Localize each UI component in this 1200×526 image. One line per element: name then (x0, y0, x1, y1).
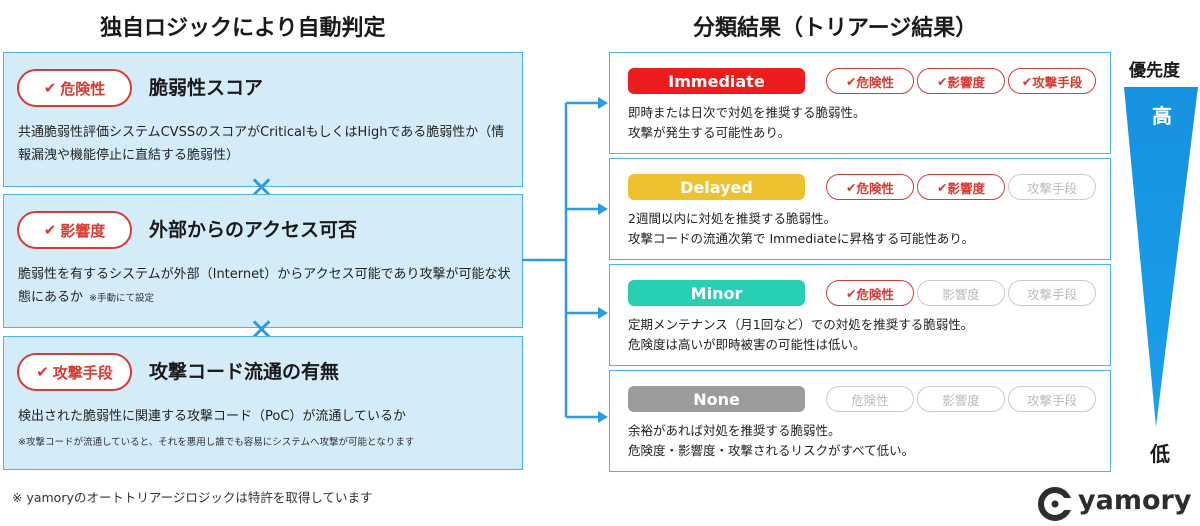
tag-impact: ✔影響度 (917, 280, 1005, 306)
tag-severity: ✔危険性 (826, 386, 914, 412)
result-box-none: None ✔危険性 ✔影響度 ✔攻撃手段 余裕があれば対処を推奨する脆弱性。 危… (609, 370, 1111, 472)
check-icon: ✔ (846, 285, 857, 301)
impact-chip: ✔ 影響度 (17, 211, 132, 249)
tag-exploit: ✔攻撃手段 (1008, 280, 1096, 306)
criteria-note: ※攻撃コードが流通していると、それを悪用し誰でも容易にシステムへ攻撃が可能となり… (18, 437, 415, 448)
result-pill: Minor (628, 280, 805, 306)
check-icon: ✔ (937, 73, 948, 89)
criteria-title: 脆弱性スコア (149, 77, 264, 99)
arrow-head-icon (598, 203, 608, 215)
check-icon: ✔ (43, 221, 57, 239)
connector-arrows (522, 97, 608, 423)
tag-label: 危険性 (856, 180, 894, 196)
result-line: 危険度は高いが即時被害の可能性は低い。 (628, 337, 866, 352)
criteria-note: ※手動にて設定 (89, 293, 154, 304)
tag-label: 攻撃手段 (1032, 74, 1083, 90)
result-description: 即時または日次で対処を推奨する脆弱性。 攻撃が発生する可能性あり。 (628, 103, 1098, 143)
exploit-chip-label: 攻撃手段 (52, 363, 113, 382)
criteria-description: 共通脆弱性評価システムCVSSのスコアがCriticalもしくはHighである脆… (18, 125, 505, 163)
tag-severity: ✔危険性 (826, 68, 914, 94)
result-line: 即時または日次で対処を推奨する脆弱性。 (628, 105, 866, 120)
severity-chip-label: 危険性 (60, 79, 106, 98)
tag-impact: ✔影響度 (917, 174, 1005, 200)
criteria-description: 脆弱性を有するシステムが外部（Internet）からアクセス可能であり攻撃が可能… (18, 263, 513, 310)
patent-footnote: ※ yamoryのオートトリアージロジックは特許を取得しています (12, 490, 373, 505)
result-pill: None (628, 386, 805, 412)
criteria-box-severity: ✔ 危険性 脆弱性スコア 共通脆弱性評価システムCVSSのスコアがCritica… (3, 52, 523, 187)
result-pill: Immediate (628, 68, 805, 94)
tag-exploit: ✔攻撃手段 (1008, 68, 1096, 94)
tag-impact: ✔影響度 (917, 386, 1005, 412)
arrow-head-icon (598, 411, 608, 423)
result-description: 余裕があれば対処を推奨する脆弱性。 危険度・影響度・攻撃されるリスクがすべて低い… (628, 421, 1098, 461)
check-icon: ✔ (1021, 73, 1033, 89)
priority-wedge (1124, 87, 1198, 427)
result-description: 2週間以内に対処を推奨する脆弱性。 攻撃コードの流通次第で Immediateに… (628, 209, 1098, 249)
tag-label: 危険性 (856, 74, 894, 90)
priority-high-label: 高 (1152, 104, 1172, 128)
check-icon: ✔ (36, 363, 49, 381)
criteria-title: 攻撃コード流通の有無 (149, 361, 340, 383)
check-icon: ✔ (846, 179, 857, 195)
result-box-delayed: Delayed ✔危険性 ✔影響度 ✔攻撃手段 2週間以内に対処を推奨する脆弱性… (609, 158, 1111, 260)
criteria-description: 検出された脆弱性に関連する攻撃コード（PoC）が流通しているか (18, 409, 407, 424)
result-line: 2週間以内に対処を推奨する脆弱性。 (628, 211, 836, 226)
tag-severity: ✔危険性 (826, 174, 914, 200)
tag-label: 危険性 (851, 392, 889, 408)
criteria-box-exploit: ✔ 攻撃手段 攻撃コード流通の有無 検出された脆弱性に関連する攻撃コード（PoC… (3, 336, 523, 470)
yamory-logo: yamory (1038, 484, 1198, 524)
tag-exploit: ✔攻撃手段 (1008, 386, 1096, 412)
yamory-logo-text: yamory (1078, 485, 1192, 516)
check-icon: ✔ (937, 179, 948, 195)
tag-exploit: ✔攻撃手段 (1008, 174, 1096, 200)
result-line: 攻撃が発生する可能性あり。 (628, 125, 791, 140)
priority-label: 優先度 (1129, 61, 1180, 81)
criteria-box-impact: ✔ 影響度 外部からのアクセス可否 脆弱性を有するシステムが外部（Interne… (3, 194, 523, 328)
tag-label: 影響度 (947, 74, 985, 90)
impact-chip-label: 影響度 (60, 221, 106, 240)
result-pill: Delayed (628, 174, 805, 200)
criteria-description-text: 脆弱性を有するシステムが外部（Internet）からアクセス可能であり攻撃が可能… (18, 267, 511, 305)
tag-label: 攻撃手段 (1026, 392, 1077, 408)
result-description: 定期メンテナンス（月1回など）での対処を推奨する脆弱性。 危険度は高いが即時被害… (628, 315, 1098, 355)
tag-label: 影響度 (947, 180, 985, 196)
severity-chip: ✔ 危険性 (17, 69, 132, 107)
tag-label: 攻撃手段 (1026, 180, 1077, 196)
yamory-logo-icon (1038, 487, 1072, 521)
result-line: 危険度・影響度・攻撃されるリスクがすべて低い。 (628, 443, 915, 458)
tag-label: 攻撃手段 (1026, 286, 1077, 302)
result-box-immediate: Immediate ✔危険性 ✔影響度 ✔攻撃手段 即時または日次で対処を推奨す… (609, 52, 1111, 154)
criteria-title: 外部からのアクセス可否 (149, 219, 358, 241)
check-icon: ✔ (43, 79, 57, 97)
tag-label: 危険性 (856, 286, 894, 302)
tag-label: 影響度 (942, 392, 980, 408)
tag-label: 影響度 (942, 286, 980, 302)
tag-severity: ✔危険性 (826, 280, 914, 306)
arrow-head-icon (598, 307, 608, 319)
exploit-chip: ✔ 攻撃手段 (17, 353, 132, 391)
left-heading: 独自ロジックにより自動判定 (100, 16, 386, 41)
tag-impact: ✔影響度 (917, 68, 1005, 94)
check-icon: ✔ (846, 73, 857, 89)
result-line: 定期メンテナンス（月1回など）での対処を推奨する脆弱性。 (628, 317, 974, 332)
priority-low-label: 低 (1150, 442, 1170, 466)
arrow-head-icon (598, 97, 608, 109)
result-box-minor: Minor ✔危険性 ✔影響度 ✔攻撃手段 定期メンテナンス（月1回など）での対… (609, 264, 1111, 366)
result-line: 攻撃コードの流通次第で Immediateに昇格する可能性あり。 (628, 231, 975, 246)
result-line: 余裕があれば対処を推奨する脆弱性。 (628, 423, 841, 438)
right-heading: 分類結果（トリアージ結果） (693, 16, 978, 41)
